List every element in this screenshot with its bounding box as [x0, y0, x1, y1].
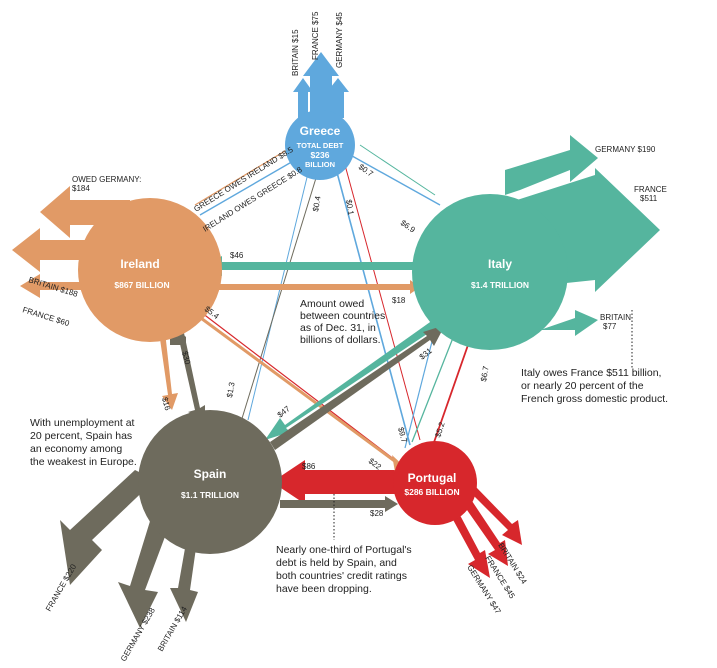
italy-france-label-2: $511	[640, 194, 658, 203]
flow-greece-spain-2-label: $1.3	[225, 381, 237, 398]
legend-note: Amount owed between countries as of Dec.…	[300, 298, 385, 346]
arrow-italy-ireland	[205, 256, 425, 276]
flow-portugal-italy-label: $5.2	[433, 421, 447, 439]
greece-germany-label: GERMANY $45	[335, 12, 344, 68]
arrow-italy-spain	[265, 315, 445, 440]
greece-name: Greece	[300, 124, 341, 138]
italy-britain-label-1: BRITAIN	[600, 313, 631, 322]
flow-spain-portugal-label: $28	[370, 509, 384, 518]
ireland-debt: $867 BILLION	[114, 280, 169, 290]
spain-britain-label: BRITAIN $114	[156, 604, 189, 653]
ireland-name: Ireland	[120, 257, 159, 271]
italy-note-line-3: French gross domestic product.	[521, 393, 668, 405]
portugal-circle	[393, 441, 477, 525]
portugal-name: Portugal	[408, 471, 457, 485]
italy-britain-label-2: $77	[603, 322, 617, 331]
spain-note-line-4: the weakest in Europe.	[30, 456, 137, 468]
flow-italy-greece-label: $6.9	[399, 218, 417, 235]
greece-external-arrows	[293, 52, 349, 118]
italy-note-line-2: or nearly 20 percent of the	[521, 380, 644, 392]
flow-ireland-italy-label: $18	[392, 296, 406, 305]
greece-debt-1: TOTAL DEBT	[297, 141, 344, 150]
portugal-note: Nearly one-third of Portugal's debt is h…	[276, 544, 412, 595]
spain-debt: $1.1 TRILLION	[181, 490, 239, 500]
flow-italy-portugal-2-label: $6.7	[479, 365, 491, 382]
portugal-note-line-1: Nearly one-third of Portugal's	[276, 544, 412, 556]
arrow-spain-portugal	[280, 496, 398, 512]
flow-italy-ireland-label: $46	[230, 251, 244, 260]
greece-debt-3: BILLION	[305, 160, 335, 169]
ireland-germany-label-1: OWED GERMANY:	[72, 175, 141, 184]
ireland-france-label: FRANCE $60	[21, 305, 71, 328]
spain-name: Spain	[194, 467, 227, 481]
portugal-note-line-4: have been dropping.	[276, 583, 372, 595]
italy-name: Italy	[488, 257, 512, 271]
flow-greece-spain-label: $0.4	[311, 195, 323, 212]
greece-britain-label: BRITAIN $15	[291, 29, 300, 76]
flow-portugal-spain-label: $86	[302, 462, 316, 471]
ireland-germany-label-2: $184	[72, 184, 90, 193]
flow-greece-italy-label: $0.7	[357, 162, 375, 179]
flow-italy-portugal-label: $9.7	[396, 426, 409, 444]
portugal-note-line-3: both countries' credit ratings	[276, 570, 407, 582]
italy-debt: $1.4 TRILLION	[471, 280, 529, 290]
flow-spain-italy-label: $31	[418, 346, 434, 362]
italy-circle	[412, 194, 568, 350]
spain-france-label: FRANCE $220	[44, 562, 79, 613]
spain-circle	[138, 410, 282, 554]
italy-note: Italy owes France $511 billion, or nearl…	[521, 367, 668, 405]
spain-note-line-1: With unemployment at	[30, 417, 135, 429]
legend-line-4: billions of dollars.	[300, 334, 381, 346]
legend-line-3: as of Dec. 31, in	[300, 322, 376, 334]
flow-greece-portugal-label: $0.1	[344, 199, 356, 216]
legend-line-1: Amount owed	[300, 298, 364, 310]
arrow-spain-ireland-gray	[178, 333, 205, 420]
flow-ireland-portugal-label: $5.4	[203, 304, 221, 321]
flow-italy-spain-label: $47	[276, 404, 292, 420]
portugal-debt: $286 BILLION	[404, 487, 459, 497]
italy-note-line-1: Italy owes France $511 billion,	[521, 367, 661, 379]
spain-note-line-2: 20 percent, Spain has	[30, 430, 132, 442]
arrow-spain-italy	[270, 325, 445, 450]
spain-note: With unemployment at 20 percent, Spain h…	[30, 417, 137, 468]
arrow-portugal-spain	[272, 460, 400, 504]
greece-circle	[285, 110, 355, 180]
flow-spain-ireland-label: $16	[160, 396, 172, 412]
arrow-ireland-italy	[200, 280, 420, 294]
portugal-external-arrows	[445, 487, 522, 578]
italy-france-label-1: FRANCE	[634, 185, 667, 194]
arrow-ireland-spain-orange	[158, 323, 178, 410]
ireland-circle	[78, 198, 222, 342]
italy-germany-label: GERMANY $190	[595, 145, 656, 154]
legend-line-2: between countries	[300, 310, 385, 322]
greece-debt-2: $236	[311, 150, 330, 160]
spain-note-line-3: an economy among	[30, 443, 122, 455]
greece-france-label: FRANCE $75	[311, 11, 320, 60]
flow-ireland-spain-label: $30	[180, 350, 192, 366]
portugal-note-line-2: debt is held by Spain, and	[276, 557, 397, 569]
flow-ireland-portugal-2-label: $22	[367, 456, 384, 472]
